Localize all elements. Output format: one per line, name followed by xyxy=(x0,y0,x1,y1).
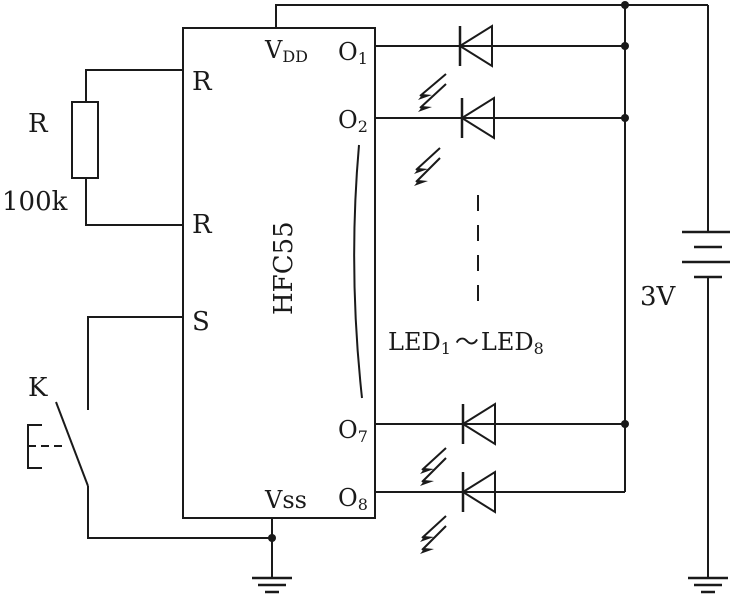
pin-label-vss: Vss xyxy=(264,486,307,514)
resistor-label: R xyxy=(28,109,49,139)
led2-light-arrows xyxy=(414,147,441,186)
pin-label-r-bottom: R xyxy=(192,210,213,240)
switch-bottom-wire xyxy=(87,486,272,539)
led7-junction xyxy=(621,420,629,428)
led1-junction xyxy=(621,42,629,50)
pin-label-vdd: VDD xyxy=(264,36,308,66)
battery-symbol xyxy=(682,230,730,279)
battery-label: 3V xyxy=(640,282,677,312)
switch-top-wire xyxy=(87,316,183,410)
led7-diode xyxy=(461,402,496,446)
switch-blade xyxy=(55,401,89,487)
vss-junction xyxy=(268,534,276,542)
led8-diode xyxy=(461,470,496,514)
ground-symbol-right xyxy=(688,576,728,594)
resistor-top-wire xyxy=(85,69,183,102)
output-brace xyxy=(353,144,363,399)
pin-label-o1: O1 xyxy=(338,38,368,68)
led8-light-arrows xyxy=(420,515,447,554)
led-range-label: LED1～LED8 xyxy=(388,328,544,358)
resistor-body xyxy=(71,101,99,179)
pin-label-r-top: R xyxy=(192,67,213,97)
led2-junction xyxy=(621,114,629,122)
resistor-bottom-wire xyxy=(85,178,183,226)
switch-label: K xyxy=(28,373,48,403)
led1-light-arrows xyxy=(418,73,447,112)
pin-label-o8: O8 xyxy=(338,484,368,514)
ground-symbol-left xyxy=(252,576,292,594)
pin-label-s: S xyxy=(192,307,210,337)
pin-label-o7: O7 xyxy=(338,416,368,446)
led1-diode xyxy=(458,24,493,68)
resistor-value: 100k xyxy=(2,187,68,217)
ic-name: HFC55 xyxy=(269,221,299,315)
vdd-rail xyxy=(275,4,708,28)
led7-light-arrows xyxy=(420,447,447,486)
pin-label-o2: O2 xyxy=(338,106,368,136)
ic-body xyxy=(182,27,376,519)
led2-diode xyxy=(460,96,495,140)
